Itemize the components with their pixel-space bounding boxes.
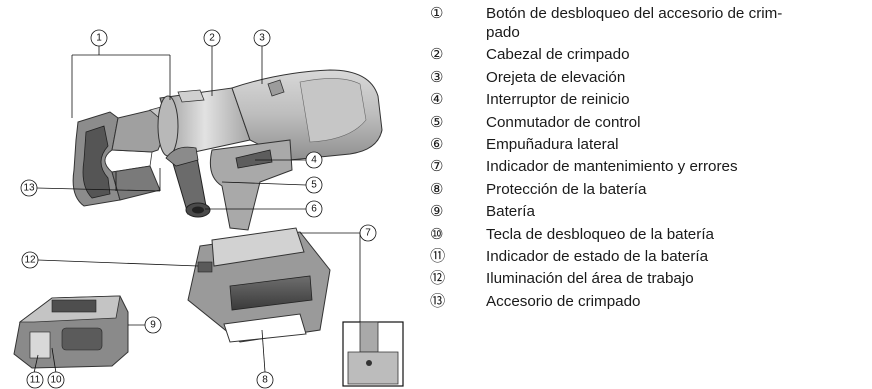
legend-item: ⑫ Iluminación del área de trabajo <box>430 269 868 288</box>
svg-text:4: 4 <box>311 155 317 166</box>
legend-item: ⑪ Indicador de estado de la batería <box>430 247 868 266</box>
legend-item-label: Orejeta de elevación <box>486 68 626 86</box>
svg-text:5: 5 <box>311 180 317 191</box>
legend-item: ④ Interruptor de reinicio <box>430 90 868 109</box>
legend-item-label: Cabezal de crimpado <box>486 46 630 64</box>
callout-12: 12 <box>21 251 39 269</box>
callout-2: 2 <box>203 29 221 47</box>
legend-item-label: Indicador de mantenimiento y errores <box>486 158 738 176</box>
callout-10: 10 <box>47 371 65 389</box>
svg-text:6: 6 <box>311 204 317 215</box>
callout-7: 7 <box>359 224 377 242</box>
legend-item-label: Tecla de desbloqueo de la batería <box>486 225 714 243</box>
callout-1: 1 <box>90 29 108 47</box>
legend-item-label: Protección de la batería <box>486 180 647 198</box>
svg-text:10: 10 <box>50 375 62 386</box>
legend-item: ⑦ Indicador de mantenimiento y errores <box>430 157 868 176</box>
svg-text:8: 8 <box>262 375 268 386</box>
legend-item-number: ② <box>430 46 444 64</box>
legend-item: ⑥ Empuñadura lateral <box>430 135 868 154</box>
tool-illustration: 1 2 3 4 5 6 7 8 9 10 11 12 13 <box>13 29 404 389</box>
callout-6: 6 <box>305 200 323 218</box>
legend-item-label: Conmutador de control <box>486 113 641 131</box>
legend-item-number: ③ <box>430 68 444 86</box>
battery-protection <box>187 227 331 343</box>
legend-item-label: Interruptor de reinicio <box>486 91 630 109</box>
parts-legend: ① Botón de desbloqueo del accesorio de cr… <box>430 4 868 314</box>
detail-inset <box>342 321 404 387</box>
legend-item: ⑧ Protección de la batería <box>430 180 868 199</box>
callout-9: 9 <box>144 316 162 334</box>
handle <box>209 139 293 231</box>
battery <box>13 295 129 369</box>
svg-text:3: 3 <box>259 33 265 44</box>
legend-item: ⑨ Batería <box>430 202 868 221</box>
callout-3: 3 <box>253 29 271 47</box>
callout-4: 4 <box>305 151 323 169</box>
legend-item: ③ Orejeta de elevación <box>430 68 868 87</box>
callout-markers: 1 2 3 4 5 6 7 8 9 10 11 12 13 <box>20 29 377 389</box>
svg-text:9: 9 <box>150 320 156 331</box>
side-handle <box>165 146 211 218</box>
legend-item: ② Cabezal de crimpado <box>430 45 868 64</box>
leader-lines <box>33 46 361 374</box>
legend-item-label: Empuñadura lateral <box>486 135 619 153</box>
legend-item: ① Botón de desbloqueo del accesorio de cr… <box>430 4 868 42</box>
legend-item-number: ⑨ <box>430 203 444 221</box>
legend-item-number: ⑪ <box>430 247 446 265</box>
legend-item-label: Accesorio de crimpado <box>486 292 641 310</box>
legend-item-number: ⑫ <box>430 270 446 288</box>
legend-item-label: Botón de desbloqueo del accesorio de cri… <box>486 5 783 41</box>
legend-item-number: ⑬ <box>430 292 446 310</box>
svg-text:11: 11 <box>30 375 41 386</box>
legend-item-number: ⑧ <box>430 180 444 198</box>
callout-5: 5 <box>305 176 323 194</box>
legend-item: ⑩ Tecla de desbloqueo de la batería <box>430 225 868 244</box>
legend-item-number: ⑩ <box>430 225 444 243</box>
svg-text:7: 7 <box>365 228 371 239</box>
legend-item-label: Iluminación del área de trabajo <box>486 270 694 288</box>
callout-8: 8 <box>256 371 274 389</box>
legend-item: ⑤ Conmutador de control <box>430 113 868 132</box>
crimping-head <box>157 87 251 157</box>
callout-11: 11 <box>26 371 44 389</box>
svg-text:1: 1 <box>96 33 102 44</box>
legend-item-number: ⑦ <box>430 158 444 176</box>
legend-item: ⑬ Accesorio de crimpado <box>430 292 868 311</box>
callout-13: 13 <box>20 179 38 197</box>
legend-item-label: Indicador de estado de la batería <box>486 247 709 265</box>
legend-item-number: ④ <box>430 91 444 109</box>
motor-housing <box>231 69 383 161</box>
svg-text:12: 12 <box>24 255 36 266</box>
svg-text:13: 13 <box>23 183 35 194</box>
legend-item-number: ① <box>430 5 444 22</box>
svg-text:2: 2 <box>209 33 215 44</box>
legend-item-number: ⑥ <box>430 135 444 153</box>
legend-item-number: ⑤ <box>430 113 444 131</box>
legend-item-label: Batería <box>486 203 535 221</box>
